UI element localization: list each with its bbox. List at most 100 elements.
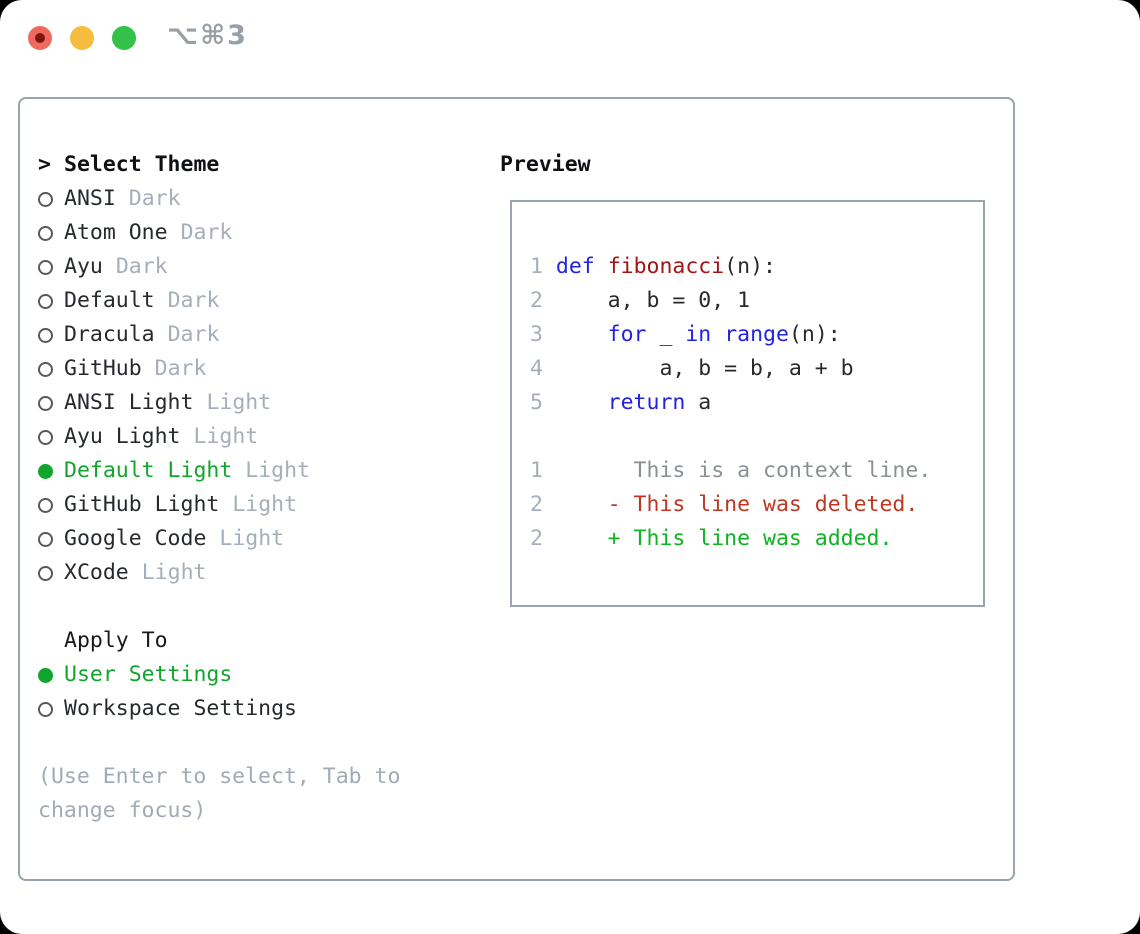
spacer-row (38, 590, 310, 624)
code-token: def (555, 254, 595, 279)
option-label: ANSI (64, 186, 116, 211)
theme-option[interactable]: Dracula Dark (38, 318, 310, 352)
code-token: 2 (530, 288, 556, 313)
code-token: 5 (530, 390, 556, 415)
radio-selected-icon (38, 667, 53, 683)
radio-icon (38, 361, 53, 377)
code-line: 1 def fibonacci(n): (530, 250, 983, 284)
theme-option[interactable]: ANSI Light Light (38, 386, 310, 420)
option-variant-label: Dark (167, 288, 220, 313)
theme-option[interactable]: Ayu Light Light (38, 420, 310, 454)
option-label: GitHub Light (64, 492, 220, 517)
code-token: This is a context line. (555, 458, 932, 483)
option-label: ANSI Light (64, 390, 194, 415)
option-variant-label: Light (232, 492, 298, 517)
code-token: for (607, 322, 647, 347)
code-line: 1 This is a context line. (530, 454, 983, 488)
code-token: 4 (530, 356, 556, 381)
theme-option-selected[interactable]: Default Light Light (38, 454, 310, 488)
radio-icon (38, 225, 53, 241)
close-button[interactable] (28, 26, 52, 50)
option-label: XCode (64, 560, 129, 585)
select-theme-title: Select Theme (64, 152, 220, 177)
option-variant-label: Dark (167, 322, 220, 347)
code-line: 5 return a (530, 386, 983, 420)
option-label: Dracula (64, 322, 155, 347)
code-token (595, 254, 608, 279)
option-label: Google Code (64, 526, 207, 551)
option-label: Atom One (64, 220, 168, 245)
option-variant-label: Light (193, 424, 259, 449)
theme-option[interactable]: Google Code Light (38, 522, 310, 556)
code-token: 3 (530, 322, 556, 347)
theme-option[interactable]: GitHub Light Light (38, 488, 310, 522)
code-token: (n): (788, 322, 841, 347)
code-token: a, b = 0, 1 (555, 288, 751, 313)
code-token: (n): (724, 254, 776, 279)
minimize-button[interactable] (70, 26, 94, 50)
code-token: - This line was deleted. (555, 492, 919, 517)
option-label: Ayu Light (64, 424, 181, 449)
code-token: _ (646, 322, 686, 347)
code-token (711, 322, 724, 347)
code-token: 1 (530, 458, 556, 483)
code-token (556, 390, 608, 415)
theme-option[interactable]: Default Dark (38, 284, 310, 318)
code-token (556, 322, 608, 347)
radio-icon (38, 395, 53, 411)
code-token: in (685, 322, 712, 347)
apply-to-option-selected[interactable]: User Settings (38, 658, 310, 692)
theme-option[interactable]: Atom One Dark (38, 216, 310, 250)
traffic-lights (28, 26, 136, 50)
code-line: 2 + This line was added. (530, 522, 983, 556)
code-token: 2 (530, 526, 556, 551)
code-line (530, 420, 983, 454)
preview-title: Preview (500, 152, 591, 177)
zoom-button[interactable] (112, 26, 136, 50)
option-variant-label: Dark (180, 220, 233, 245)
code-line: 4 a, b = b, a + b (530, 352, 983, 386)
code-line: 3 for _ in range(n): (530, 318, 983, 352)
apply-to-title: Apply To (64, 628, 168, 653)
keyboard-shortcut-label: ⌥⌘3 (167, 20, 248, 51)
radio-icon (38, 327, 53, 343)
code-token: 1 (530, 254, 556, 279)
radio-icon (38, 497, 53, 513)
usage-hint: (Use Enter to select, Tab to change focu… (38, 764, 401, 823)
apply-to-header: Apply To (38, 624, 310, 658)
radio-icon (38, 191, 53, 207)
code-token: fibonacci (607, 254, 725, 279)
option-variant-label: Light (141, 560, 207, 585)
option-label: Ayu (64, 254, 103, 279)
code-line: 2 - This line was deleted. (530, 488, 983, 522)
code-line: 2 a, b = 0, 1 (530, 284, 983, 318)
radio-icon (38, 565, 53, 581)
cursor-indicator: > (38, 152, 51, 177)
select-theme-header: > Select Theme (38, 148, 310, 182)
option-variant-label: Light (219, 526, 285, 551)
option-variant-label: Light (206, 390, 272, 415)
theme-option[interactable]: XCode Light (38, 556, 310, 590)
code-token: return (607, 390, 686, 415)
code-token: range (724, 322, 789, 347)
option-label: Default Light (64, 458, 233, 483)
option-label: User Settings (64, 662, 233, 687)
radio-selected-icon (38, 463, 53, 479)
option-variant-label: Light (245, 458, 311, 483)
code-token: a, b = b, a + b (555, 356, 854, 381)
apply-to-option[interactable]: Workspace Settings (38, 692, 310, 726)
option-label: Workspace Settings (64, 696, 297, 721)
option-label: Default (64, 288, 155, 313)
code-token: a (685, 390, 712, 415)
radio-icon (38, 701, 53, 717)
